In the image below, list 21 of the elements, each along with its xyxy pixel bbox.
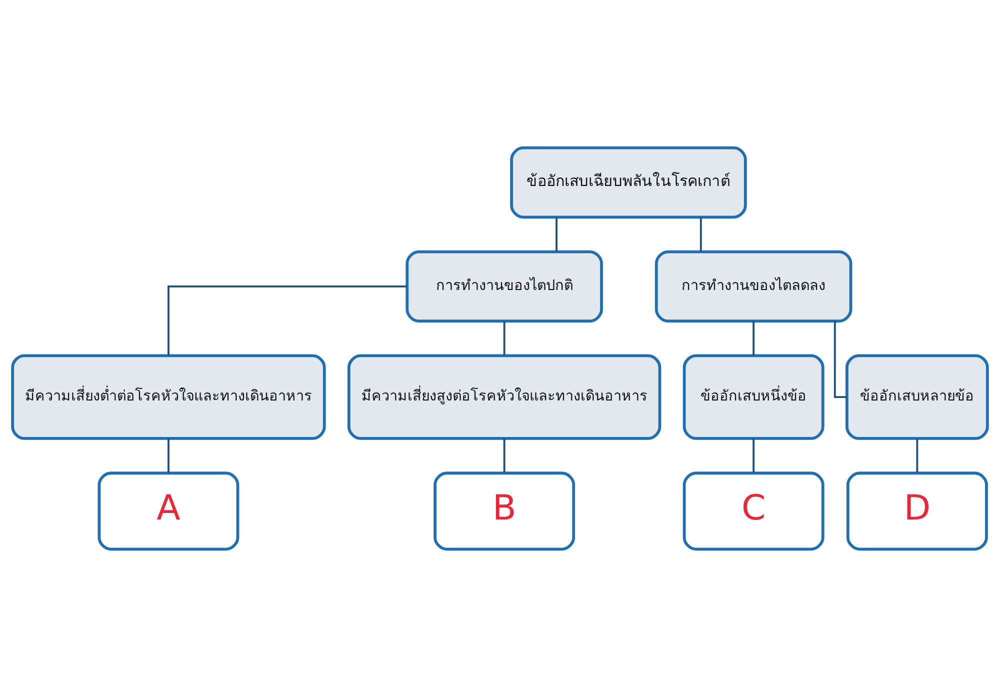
node-box: A [98,471,240,550]
connector [503,438,506,472]
node-box: การทำงานของไตปกติ [406,250,603,322]
node-box: ข้ออักเสบหลายข้อ [845,354,989,440]
connector [168,438,170,472]
connector [556,216,558,251]
node-box: ข้ออักเสบหนึ่งข้อ [682,354,824,440]
connector [503,320,506,356]
connector [700,216,702,251]
node-box: ข้ออักเสบเฉียบพลันในโรคเกาต์ [510,146,747,218]
node-box: D [846,471,988,550]
node-box: การทำงานของไตลดลง [654,250,852,322]
node-box: มีความเสี่ยงสูงต่อโรคหัวใจและทางเดินอาหาร [347,354,662,440]
connector [752,320,755,356]
node-box: มีความเสี่ยงต่ำต่อโรคหัวใจและทางเดินอาหาร [11,354,326,440]
connector [834,320,847,398]
node-box: B [434,471,576,550]
connector [752,438,755,472]
connector [916,438,918,472]
connector [168,284,407,356]
node-box: C [682,471,824,550]
